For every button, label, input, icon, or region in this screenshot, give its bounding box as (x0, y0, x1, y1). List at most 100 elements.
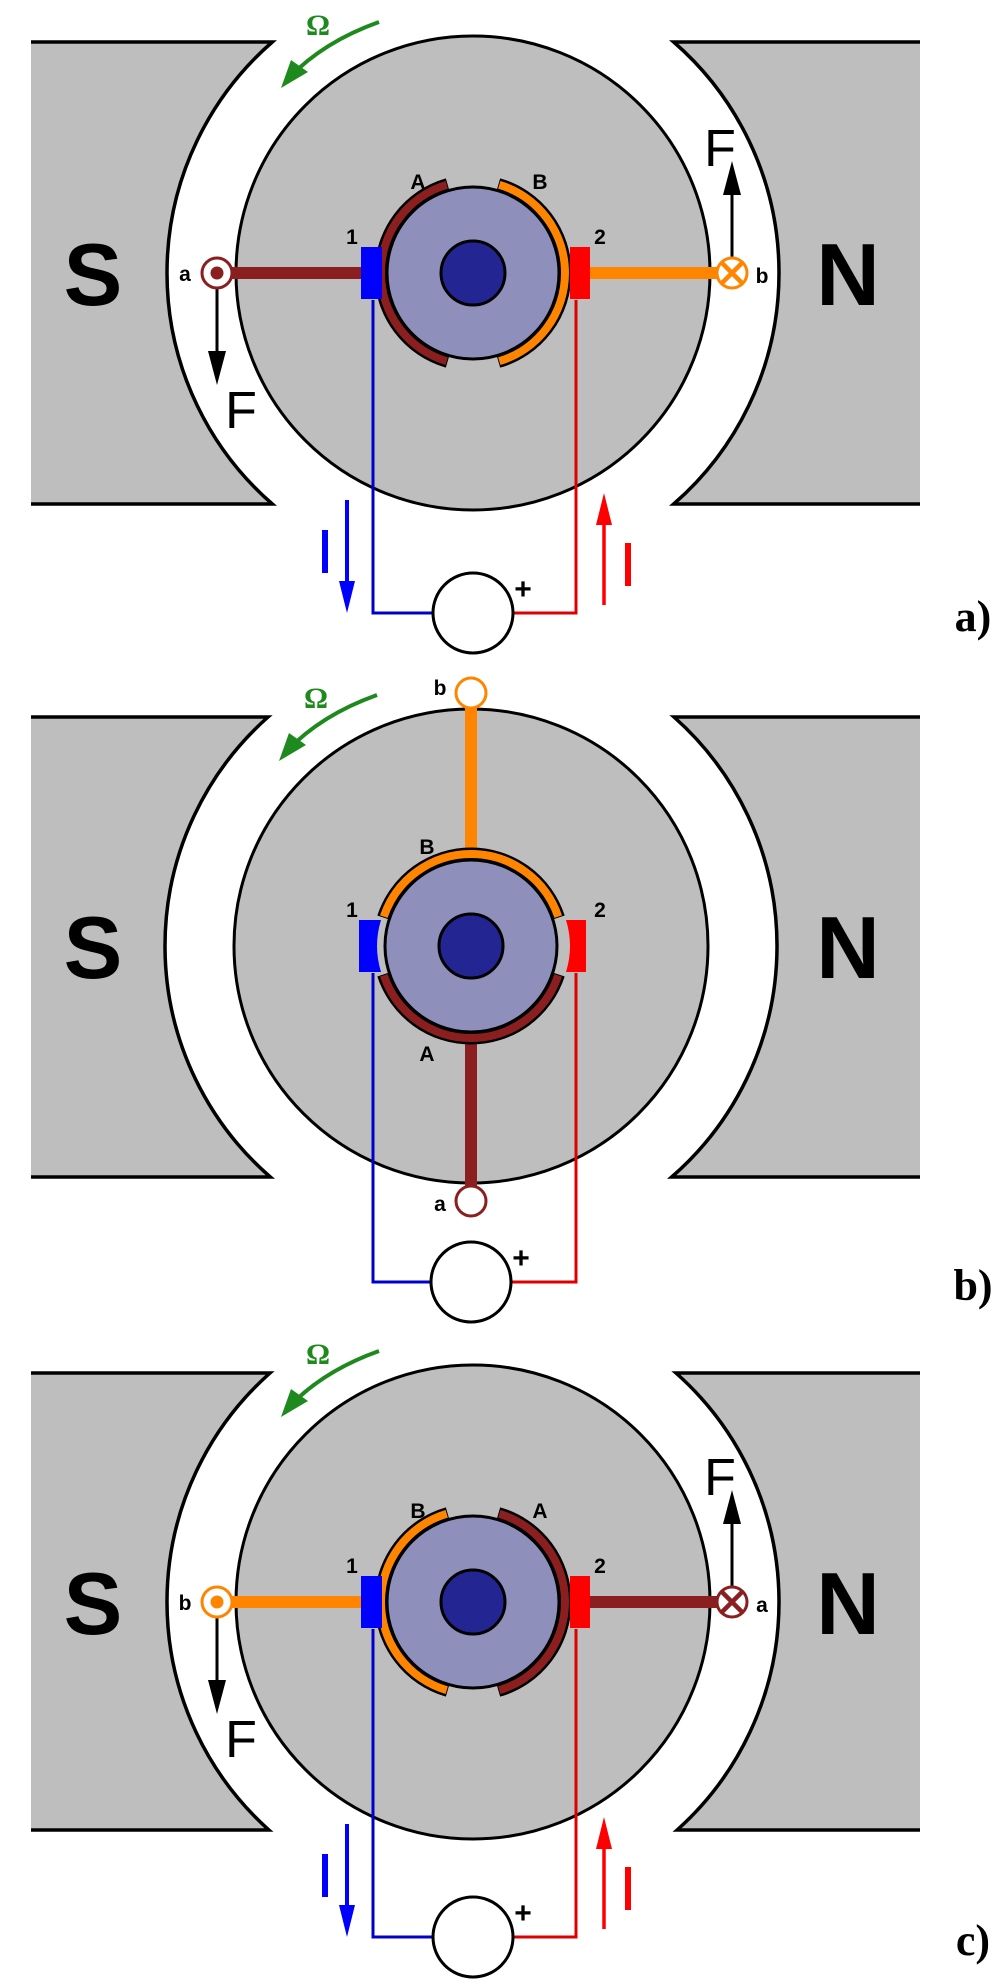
commutator-segment-B (498, 181, 569, 365)
conductor-label-right: a (756, 1594, 768, 1617)
shaft (439, 1568, 507, 1636)
magnet-pole-north (671, 717, 920, 1177)
magnet-pole-south (31, 717, 271, 1177)
pole-label-north: N (816, 1554, 880, 1653)
wire-brush-1 (371, 1629, 433, 1939)
magnet-pole-north-outline (671, 1371, 920, 1832)
brush-2 (570, 1576, 590, 1628)
brush-2 (566, 920, 586, 972)
pole-label-south: S (64, 1554, 123, 1653)
force-label-down: F (225, 382, 257, 440)
battery-source (431, 1895, 515, 1979)
magnet-pole-south-outline (31, 715, 275, 1179)
wire-brush-2 (513, 1629, 578, 1939)
rotation-arrow-head (281, 60, 308, 88)
brush-1 (361, 1576, 382, 1628)
segment-label-left: A (410, 171, 425, 194)
rotation-arrow-head (279, 733, 306, 761)
commutator-segment-B (380, 850, 562, 918)
current-into-page-icon (720, 261, 744, 285)
commutator-segment-A (498, 1509, 570, 1695)
brush-label-2: 2 (594, 226, 606, 249)
panel-label-c: c) (956, 1916, 990, 1965)
battery-plus-label: + (514, 1897, 532, 1930)
current-arrow-up-head (596, 493, 612, 525)
force-label-up: F (704, 1449, 736, 1507)
brush-2 (570, 247, 590, 299)
omega-label: Ω (306, 1338, 330, 1371)
brush-1 (361, 247, 382, 299)
segment-label-left: B (410, 1500, 425, 1523)
current-arrow-down-head (339, 581, 355, 613)
current-arrow-up (596, 493, 612, 605)
conductor-a-ring (454, 1184, 488, 1218)
current-out-of-page-icon (210, 1595, 224, 1609)
current-arrow-down-head (339, 1905, 355, 1937)
wire-brush-2 (511, 973, 578, 1284)
battery-source (431, 571, 515, 655)
current-arrow-down (339, 1824, 355, 1937)
battery-plus-label: + (512, 1242, 530, 1275)
segment-label-right: A (532, 1500, 547, 1523)
pole-label-north: N (816, 225, 880, 324)
brush-label-1: 1 (346, 899, 358, 922)
magnet-pole-north-outline (667, 715, 920, 1179)
commutator-segment-A (380, 974, 562, 1042)
brush-label-2: 2 (594, 899, 606, 922)
force-arrow-down (208, 1618, 226, 1714)
conductor-a (454, 1184, 488, 1218)
conductor-label-left: a (179, 263, 191, 286)
force-arrow-up-head (723, 1490, 741, 1524)
current-label-left (322, 530, 328, 573)
magnet-pole-south (31, 1373, 271, 1830)
force-arrow-up-head (723, 161, 741, 195)
magnet-pole-north-outline (669, 40, 920, 506)
panel-label-b: b) (953, 1261, 992, 1310)
rotation-arrow-head (281, 1389, 308, 1417)
battery-source (429, 1240, 513, 1324)
current-arrow-down (339, 500, 355, 613)
magnet-pole-north (673, 42, 920, 504)
current-label-right (625, 1867, 631, 1910)
current-arrow-up (596, 1817, 612, 1929)
brush-label-1: 1 (346, 1555, 358, 1578)
wire-brush-1 (371, 300, 433, 615)
conductor-b-ring (454, 676, 488, 710)
conductor-b (715, 256, 749, 290)
panel-label-a: a) (955, 592, 992, 641)
conductor-label-top: b (434, 677, 447, 700)
shaft (439, 239, 507, 307)
pole-label-north: N (816, 898, 880, 997)
omega-label: Ω (304, 682, 328, 715)
current-label-right (625, 543, 631, 586)
pole-label-south: S (64, 898, 123, 997)
segment-label-right: B (532, 171, 547, 194)
conductor-b (200, 1585, 234, 1619)
brush-1 (359, 920, 381, 972)
force-label-up: F (704, 120, 736, 178)
brush-label-2: 2 (594, 1555, 606, 1578)
force-label-down: F (225, 1711, 257, 1769)
magnet-pole-north (675, 1373, 920, 1830)
current-label-left (322, 1854, 328, 1897)
shaft (437, 912, 505, 980)
segment-label-bottom: A (419, 1043, 434, 1066)
force-arrow-down-head (208, 351, 226, 385)
current-out-of-page-icon (210, 266, 224, 280)
brush-label-1: 1 (346, 226, 358, 249)
magnet-pole-south-outline (31, 1371, 275, 1832)
battery-plus-label: + (514, 573, 532, 606)
force-arrow-up (723, 1490, 741, 1586)
conductor-b (454, 676, 488, 710)
pole-label-south: S (64, 225, 123, 324)
force-arrow-down-head (208, 1680, 226, 1714)
wire-brush-2 (513, 300, 578, 615)
current-arrow-up-head (596, 1817, 612, 1849)
force-arrow-up (723, 161, 741, 257)
conductor-a (200, 256, 234, 290)
wire-brush-1 (371, 973, 431, 1284)
omega-label: Ω (306, 9, 330, 42)
